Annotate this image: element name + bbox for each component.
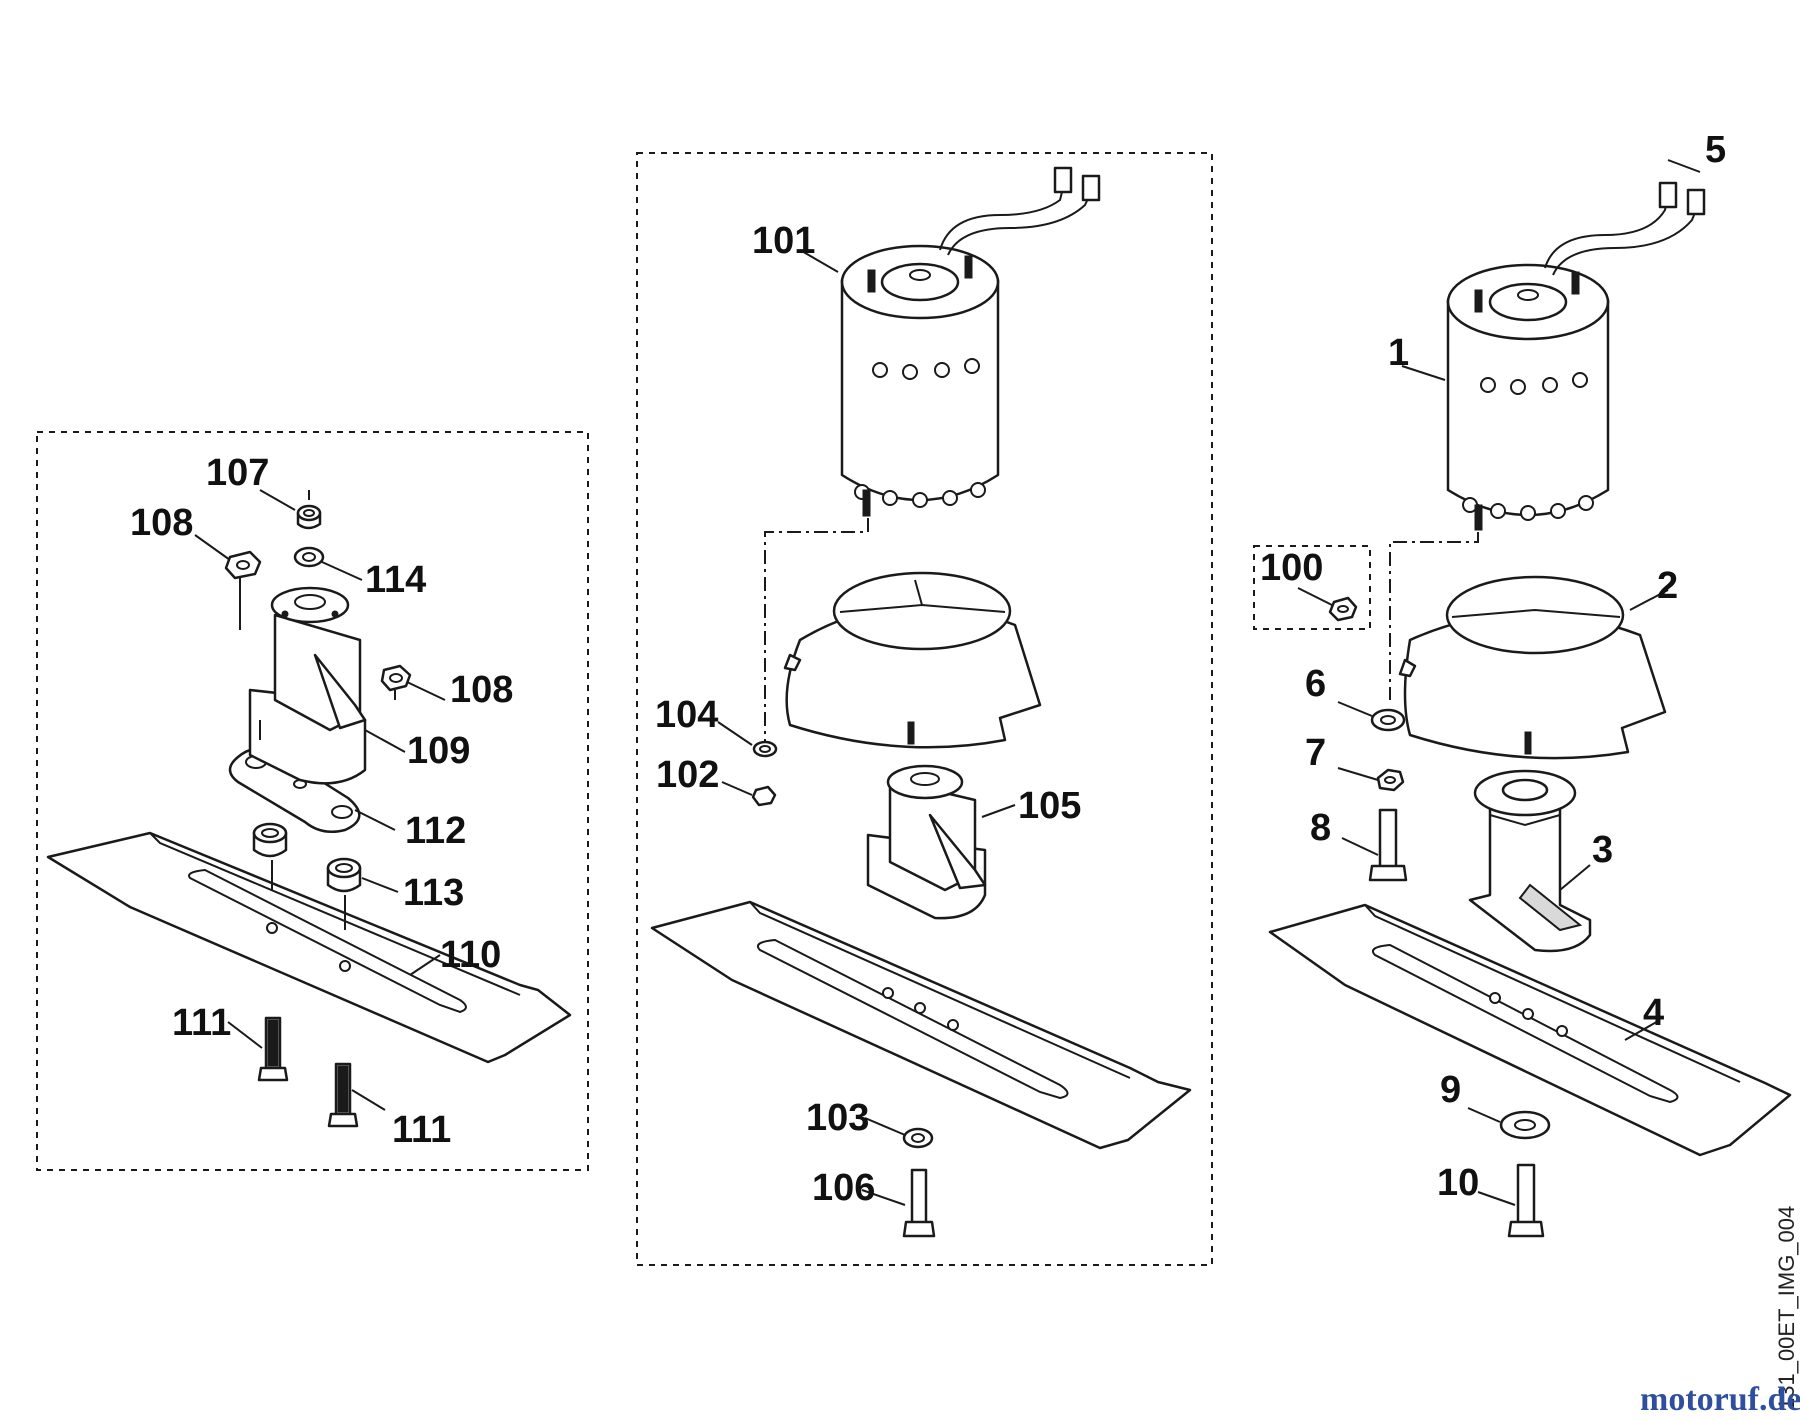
- bracket-105: [866, 764, 987, 920]
- nut-104: [752, 740, 778, 758]
- motor-101: [840, 166, 1101, 517]
- spacer-113-a: [252, 822, 288, 858]
- washer-7: [1376, 768, 1405, 792]
- nut-100: [1328, 596, 1358, 622]
- washer-9: [1499, 1110, 1551, 1140]
- callout-108-right: 108: [450, 669, 513, 711]
- shroud-middle: [783, 571, 1042, 749]
- callout-103: 103: [806, 1097, 869, 1139]
- bolt-106: [902, 1168, 936, 1238]
- bolt-8: [1368, 808, 1408, 882]
- leader-lines: [194, 159, 1701, 1206]
- washer-114: [293, 546, 325, 568]
- callout-110: 110: [440, 934, 501, 976]
- washer-103: [902, 1127, 934, 1149]
- bolt-111-a: [257, 1016, 289, 1082]
- spacer-113-b: [326, 857, 362, 893]
- callout-106: 106: [812, 1167, 875, 1209]
- callout-113: 113: [403, 872, 464, 914]
- bracket-109: [248, 586, 367, 785]
- callout-101: 101: [752, 220, 815, 262]
- callout-111-left: 111: [172, 1002, 231, 1044]
- callout-104: 104: [655, 694, 718, 736]
- shroud-2: [1398, 575, 1667, 760]
- callout-3: 3: [1592, 829, 1613, 871]
- blade-middle: [650, 900, 1192, 1150]
- callout-107: 107: [206, 452, 269, 494]
- callout-labels: 107 108 114 108 109 112 113 110 111 111 …: [130, 129, 1726, 1209]
- washer-107: [296, 504, 322, 530]
- bolt-10: [1507, 1163, 1545, 1238]
- bolt-111-b: [327, 1062, 359, 1128]
- callout-108-top: 108: [130, 502, 193, 544]
- callout-112: 112: [405, 810, 466, 852]
- nut-108-b: [380, 664, 412, 692]
- callout-8: 8: [1310, 807, 1331, 849]
- callout-114: 114: [365, 559, 426, 601]
- washer-6: [1370, 708, 1406, 732]
- callout-10: 10: [1437, 1162, 1479, 1204]
- callout-2: 2: [1657, 565, 1678, 607]
- hub-3: [1468, 769, 1592, 953]
- callout-105: 105: [1018, 785, 1081, 827]
- callout-4: 4: [1643, 992, 1664, 1034]
- blade-110: [46, 831, 572, 1064]
- callout-6: 6: [1305, 663, 1326, 705]
- callout-7: 7: [1305, 732, 1326, 774]
- callout-111-right: 111: [392, 1109, 451, 1151]
- callout-1: 1: [1388, 332, 1409, 374]
- left-kit-dashed-box: [36, 431, 589, 1171]
- nut-108-a: [224, 550, 262, 580]
- motor-1: [1446, 181, 1706, 531]
- image-code: 131_00ET_IMG_004: [1774, 1206, 1799, 1410]
- callout-102: 102: [656, 754, 719, 796]
- callout-100: 100: [1260, 547, 1323, 589]
- nut-102: [751, 785, 777, 807]
- middle-kit-dashed-box: [636, 152, 1213, 1266]
- blade-4: [1268, 903, 1792, 1157]
- callout-109: 109: [407, 730, 470, 772]
- watermark-logo: motoruf.de: [1640, 1381, 1800, 1418]
- nut-100-dashed-box: [1253, 545, 1371, 630]
- callout-5: 5: [1705, 129, 1726, 171]
- callout-9: 9: [1440, 1069, 1461, 1111]
